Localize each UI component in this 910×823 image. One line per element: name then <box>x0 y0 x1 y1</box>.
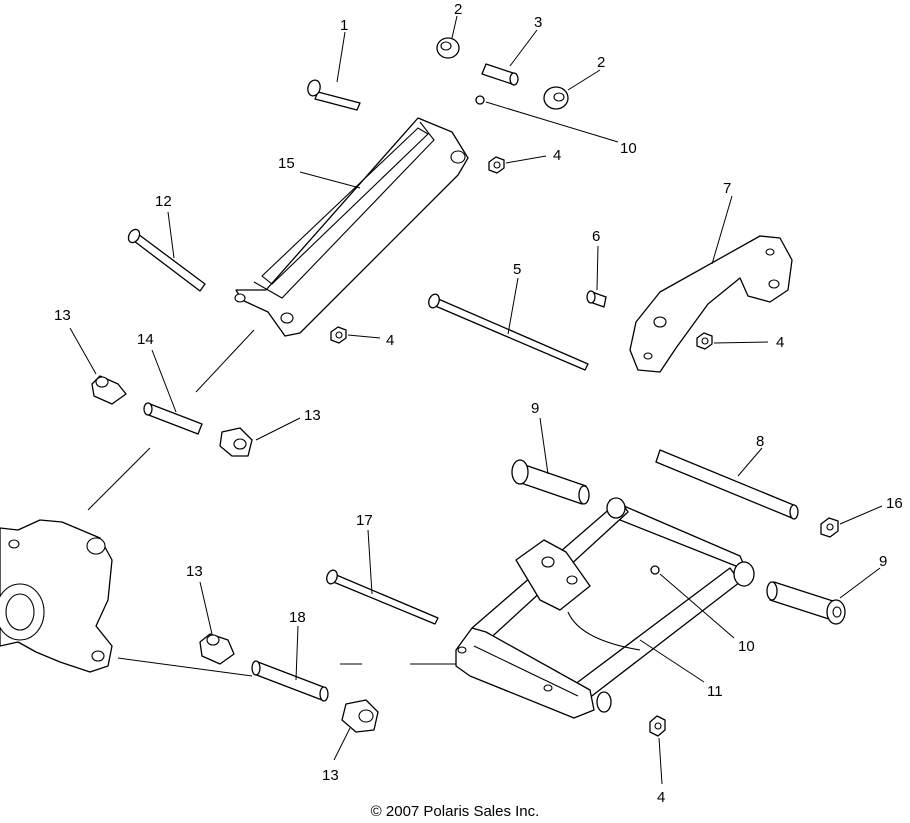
callout-4-middle: 4 <box>386 332 394 349</box>
callout-11: 11 <box>707 683 723 700</box>
part-4-nut-right <box>696 332 713 350</box>
callout-5: 5 <box>513 261 521 278</box>
part-2-bushing-upper <box>436 37 460 59</box>
part-10-grease-fitting-lower <box>650 565 660 575</box>
part-2-bushing-right <box>543 86 569 110</box>
callout-2-right: 2 <box>597 54 605 71</box>
part-4-nut-bottom <box>649 715 666 737</box>
part-13-bushing-lower <box>199 633 235 665</box>
callout-6: 6 <box>592 228 600 245</box>
callout-12: 12 <box>155 193 172 210</box>
part-4-nut-middle <box>330 326 347 344</box>
callout-2-upper: 2 <box>454 1 462 18</box>
part-18-sleeve <box>251 660 329 702</box>
copyright-notice: © 2007 Polaris Sales Inc. <box>370 803 540 820</box>
part-8-shaft <box>655 449 799 520</box>
callout-4-bottom: 4 <box>657 789 665 806</box>
callout-18: 18 <box>289 609 306 626</box>
part-13-bushing-left <box>91 375 127 405</box>
callout-leaders <box>69 15 883 785</box>
part-3-sleeve <box>481 63 519 86</box>
part-9-pin-upper <box>511 459 590 505</box>
part-13-bushing-bottom <box>341 699 379 733</box>
callout-13-left: 13 <box>54 307 71 324</box>
callout-15: 15 <box>278 155 295 172</box>
callout-16: 16 <box>886 495 903 512</box>
part-13-bushing-mid <box>219 427 253 457</box>
callout-7: 7 <box>723 180 731 197</box>
callout-9-upper: 9 <box>531 400 539 417</box>
callout-4-right: 4 <box>776 334 784 351</box>
part-15-control-arm <box>234 117 469 337</box>
part-4-nut-upper <box>488 156 505 174</box>
part-1-bolt <box>307 79 361 111</box>
callout-13-mid: 13 <box>304 407 321 424</box>
part-5-long-bolt <box>428 293 589 371</box>
callout-14: 14 <box>137 331 154 348</box>
callout-10-upper: 10 <box>620 140 637 157</box>
spindle-knuckle <box>0 519 113 673</box>
callout-17: 17 <box>356 512 373 529</box>
part-16-nut <box>820 517 839 538</box>
callout-3: 3 <box>534 14 542 31</box>
part-6-pin <box>586 290 607 308</box>
part-12-bolt <box>127 228 206 292</box>
part-14-sleeve <box>143 402 203 435</box>
callout-labels: 1 2 3 2 10 4 15 12 7 6 5 4 4 13 14 13 9 … <box>54 1 903 806</box>
part-10-grease-fitting-upper <box>475 95 485 105</box>
callout-10-lower: 10 <box>738 638 755 655</box>
callout-8: 8 <box>756 433 764 450</box>
callout-9-right: 9 <box>879 553 887 570</box>
assembly-guide-lines <box>87 329 540 677</box>
callout-13-bottom: 13 <box>322 767 339 784</box>
callout-13-lower: 13 <box>186 563 203 580</box>
part-11-swing-arm <box>455 497 755 719</box>
part-9-pin-right <box>766 581 846 625</box>
callout-1: 1 <box>340 17 348 34</box>
part-17-bolt <box>326 569 439 625</box>
callout-4-upper: 4 <box>553 147 561 164</box>
part-7-bracket <box>629 235 793 373</box>
